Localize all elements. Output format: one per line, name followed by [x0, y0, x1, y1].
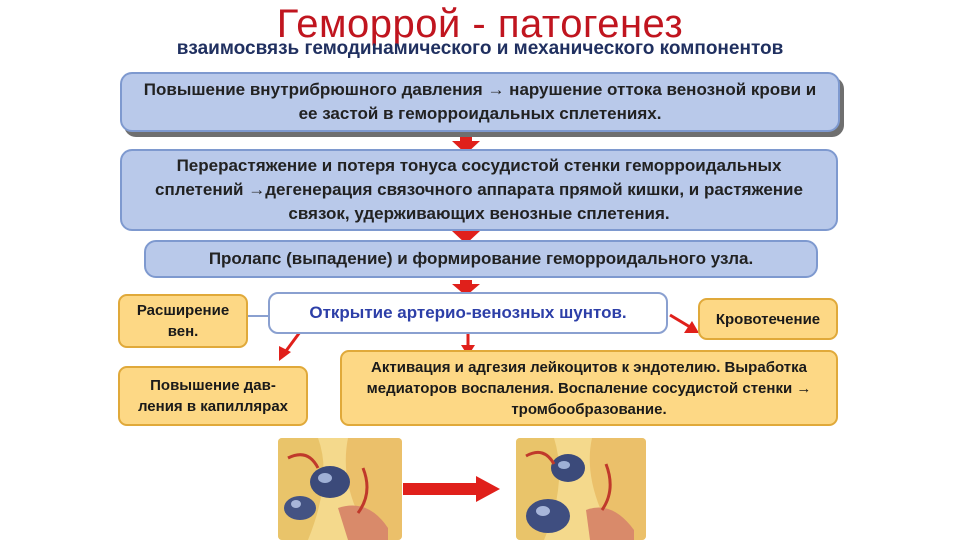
veins-text: Расширение вен.: [136, 302, 230, 340]
prolapse-box: Пролапс (выпадение) и формирование гемор…: [144, 240, 818, 278]
stretch-text: Перерастяжение и потеря тонуса сосудисто…: [155, 156, 803, 223]
bleeding-text: Кровотечение: [715, 310, 821, 328]
shunts-box: Открытие артерио-венозных шунтов.: [268, 292, 668, 334]
capillary-text: Повышение дав-ления в капиллярах: [137, 377, 289, 415]
pressure-text: Повышение внутрибрюшного давления → нару…: [143, 80, 817, 123]
veins-box: Расширение вен.: [118, 294, 248, 348]
inflammation-box: Активация и адгезия лейкоцитов к эндотел…: [340, 350, 838, 426]
bleeding-box: Кровотечение: [698, 298, 838, 340]
arrow-illustrations: [403, 476, 500, 502]
capillary-box: Повышение дав-ления в капиллярах: [118, 366, 308, 426]
hemorrhoid-before-illustration: [278, 438, 402, 540]
page-title: Геморрой - патогенез: [276, 2, 684, 46]
page-subtitle: взаимосвязь гемодинамического и механиче…: [176, 38, 784, 59]
pressure-box: Повышение внутрибрюшного давления → нару…: [120, 72, 840, 132]
hemorrhoid-after-illustration: [516, 438, 646, 540]
arrow-bleeding: [669, 313, 699, 333]
stretch-box: Перерастяжение и потеря тонуса сосудисто…: [120, 149, 838, 231]
inflammation-text: Активация и адгезия лейкоцитов к эндотел…: [366, 358, 812, 418]
shunts-text: Открытие артерио-венозных шунтов.: [309, 303, 627, 322]
prolapse-text: Пролапс (выпадение) и формирование гемор…: [208, 249, 754, 268]
arrow-capillary: [279, 331, 302, 361]
